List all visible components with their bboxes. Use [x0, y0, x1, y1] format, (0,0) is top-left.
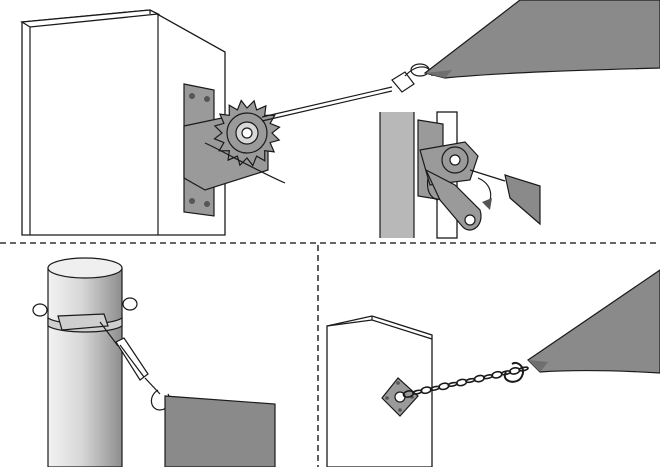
chain-link — [491, 370, 503, 379]
detail-post — [380, 112, 414, 238]
shade-sail-bottom-left — [164, 395, 276, 467]
shade-sail-bottom-right — [527, 269, 660, 374]
panel-dividers — [0, 242, 660, 467]
chain-link — [473, 374, 486, 383]
detail-lever — [424, 168, 482, 231]
panel-round-post-mount — [32, 257, 276, 467]
chain-link — [438, 382, 450, 391]
panel-ratchet-detail — [379, 111, 541, 239]
chain — [402, 362, 529, 398]
panel-wall-plate-mount — [326, 269, 660, 467]
turnbuckle-icon — [99, 321, 161, 395]
snap-hook-icon — [391, 63, 433, 93]
pipe-clamp — [32, 297, 138, 333]
wall-snap-hook — [503, 362, 524, 383]
round-post — [47, 257, 123, 467]
panel-ratchet-tensioner — [20, 0, 660, 236]
wall-block — [326, 315, 433, 467]
chain-link — [455, 378, 468, 387]
tension-cable — [261, 86, 393, 118]
shade-sail-top — [423, 0, 660, 79]
rotation-arrow-icon — [426, 177, 439, 201]
square-post — [20, 9, 226, 236]
chain-link — [508, 366, 521, 375]
ratchet-wheel-icon — [213, 99, 281, 167]
ratchet-handle — [204, 142, 286, 184]
